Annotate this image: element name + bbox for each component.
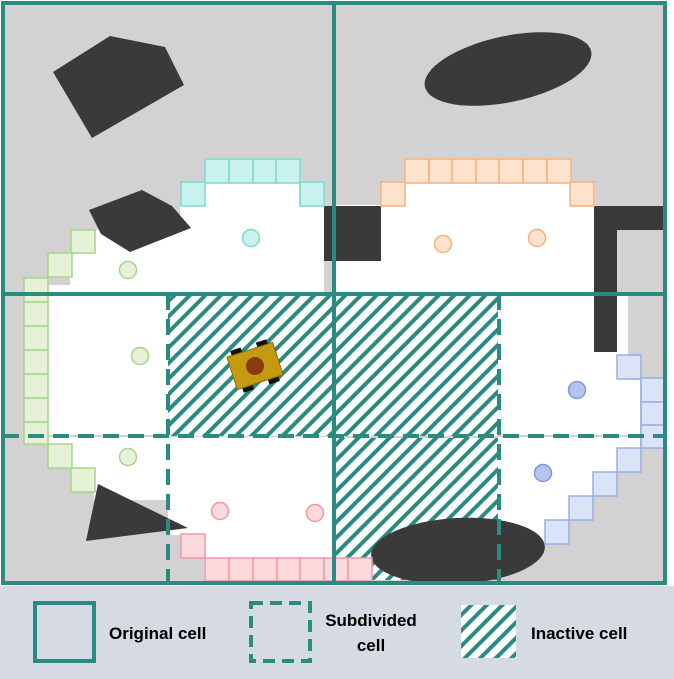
legend-original-label: Original cell (109, 624, 206, 643)
legend-subdivided-label-line1: Subdivided (325, 611, 417, 630)
viewpoint-marker (130, 346, 150, 366)
frontier-blue (544, 354, 665, 545)
original-cell-grid (1, 1, 667, 585)
viewpoint-marker (210, 501, 230, 521)
viewpoint-marker (241, 228, 261, 248)
obstacle-wall-vertical (594, 206, 617, 352)
viewpoint-marker (305, 503, 325, 523)
inactive-cell-upper-right (335, 295, 498, 436)
obstacle-hexagon (89, 190, 191, 252)
legend: Original cell Subdivided cell Inactive c… (0, 586, 674, 679)
viewpoint-marker (118, 447, 138, 467)
frontier-orange (380, 158, 595, 207)
frontier-green (23, 229, 96, 493)
viewpoint-marker (527, 228, 547, 248)
viewpoint-marker (567, 380, 587, 400)
obstacle-pentagon (53, 36, 184, 138)
obstacle-triangle (86, 484, 188, 541)
legend-background (0, 586, 674, 679)
viewpoint-marker (118, 260, 138, 280)
viewpoint-marker (433, 234, 453, 254)
frontier-pink (180, 533, 373, 582)
subdivided-cell-grid (3, 294, 665, 583)
frontier-cyan (180, 158, 325, 207)
obstacle-ellipse-bottom (371, 517, 545, 585)
legend-subdivided-swatch (249, 601, 312, 663)
legend-inactive-swatch (461, 605, 516, 658)
legend-inactive-label: Inactive cell (531, 624, 627, 643)
legend-original-swatch (33, 601, 96, 663)
viewpoint-markers (118, 228, 587, 523)
legend-subdivided-label-line2: cell (357, 636, 385, 655)
viewpoint-marker (533, 463, 553, 483)
obstacle-ellipse-top (424, 32, 592, 106)
robot-icon (226, 339, 284, 393)
